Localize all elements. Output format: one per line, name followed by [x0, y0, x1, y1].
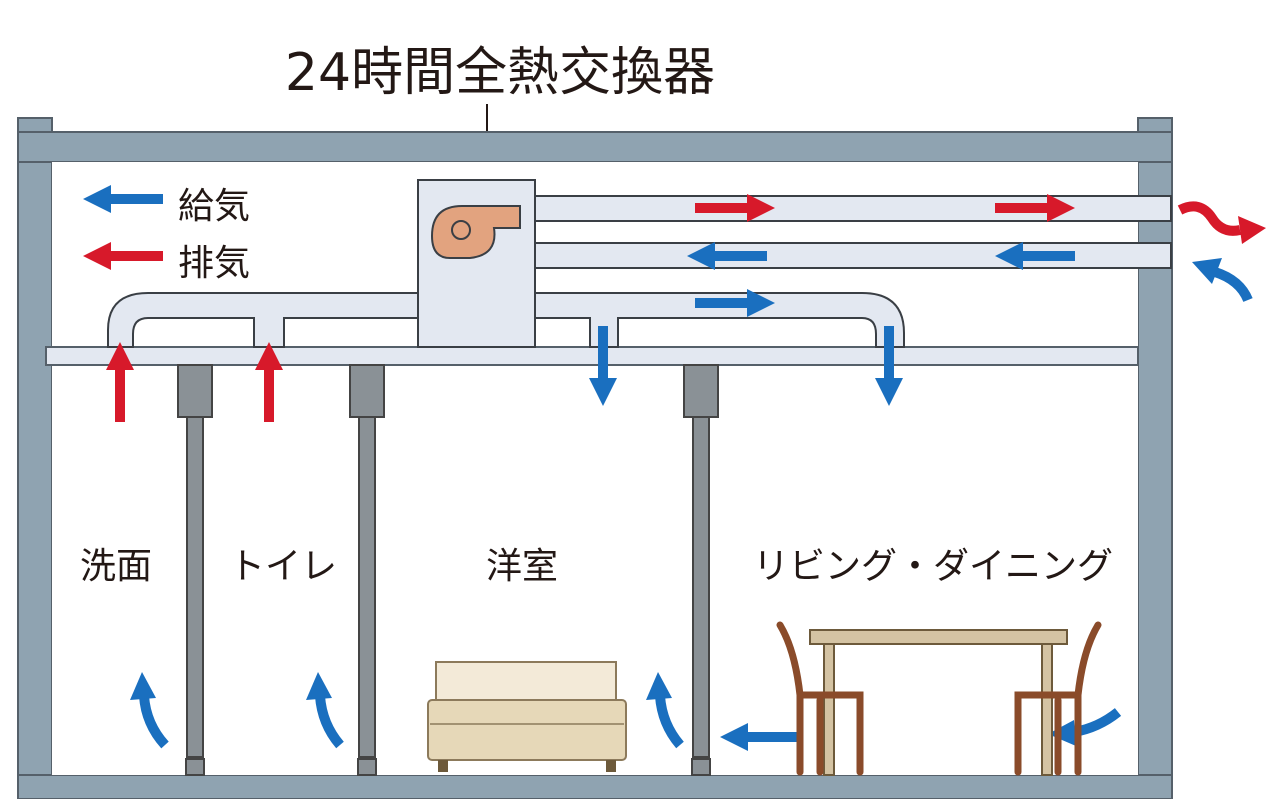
room-label-western-room: 洋室: [486, 546, 558, 587]
outdoor-exhaust-arrow-icon: [1177, 201, 1266, 244]
ceiling-board: [45, 346, 1139, 366]
room-label-washroom: 洗面: [80, 546, 152, 587]
partition-head: [683, 364, 719, 418]
dining-table-icon: [809, 629, 1068, 776]
diagram-title: 24時間全熱交換器: [285, 43, 715, 103]
legend: 給気 排気: [83, 185, 250, 284]
dining-chair-icon: [776, 621, 864, 776]
legend-supply-label: 給気: [178, 186, 250, 227]
room-label-living-dining: リビング・ダイニング: [753, 546, 1113, 587]
roof-slab: [17, 131, 1173, 163]
legend-exhaust-label: 排気: [178, 243, 250, 284]
outdoor-intake-duct: [534, 242, 1172, 269]
partition-base: [357, 758, 377, 776]
dining-chair-icon: [1014, 621, 1102, 776]
undercut-arrow-icon: [130, 672, 169, 749]
partition-base: [691, 758, 711, 776]
partition-head: [349, 364, 385, 418]
partition-wall: [358, 416, 376, 758]
supply-duct-right: [534, 292, 905, 348]
outdoor-exhaust-duct: [534, 195, 1172, 222]
bed-icon: [427, 661, 627, 772]
left-wall: [17, 117, 53, 799]
partition-walls: [177, 364, 719, 776]
room-label-toilet: トイレ: [229, 546, 337, 587]
partition-base: [185, 758, 205, 776]
right-wall: [1137, 117, 1173, 799]
floor-slab: [17, 774, 1173, 799]
undercut-arrow-icon: [646, 672, 684, 749]
partition-wall: [692, 416, 710, 758]
fan-icon: [430, 205, 521, 259]
exhaust-duct-left: [107, 292, 419, 348]
undercut-arrow-icon: [306, 672, 344, 749]
partition-head: [177, 364, 213, 418]
partition-wall: [186, 416, 204, 758]
outdoor-intake-arrow-icon: [1192, 258, 1253, 303]
